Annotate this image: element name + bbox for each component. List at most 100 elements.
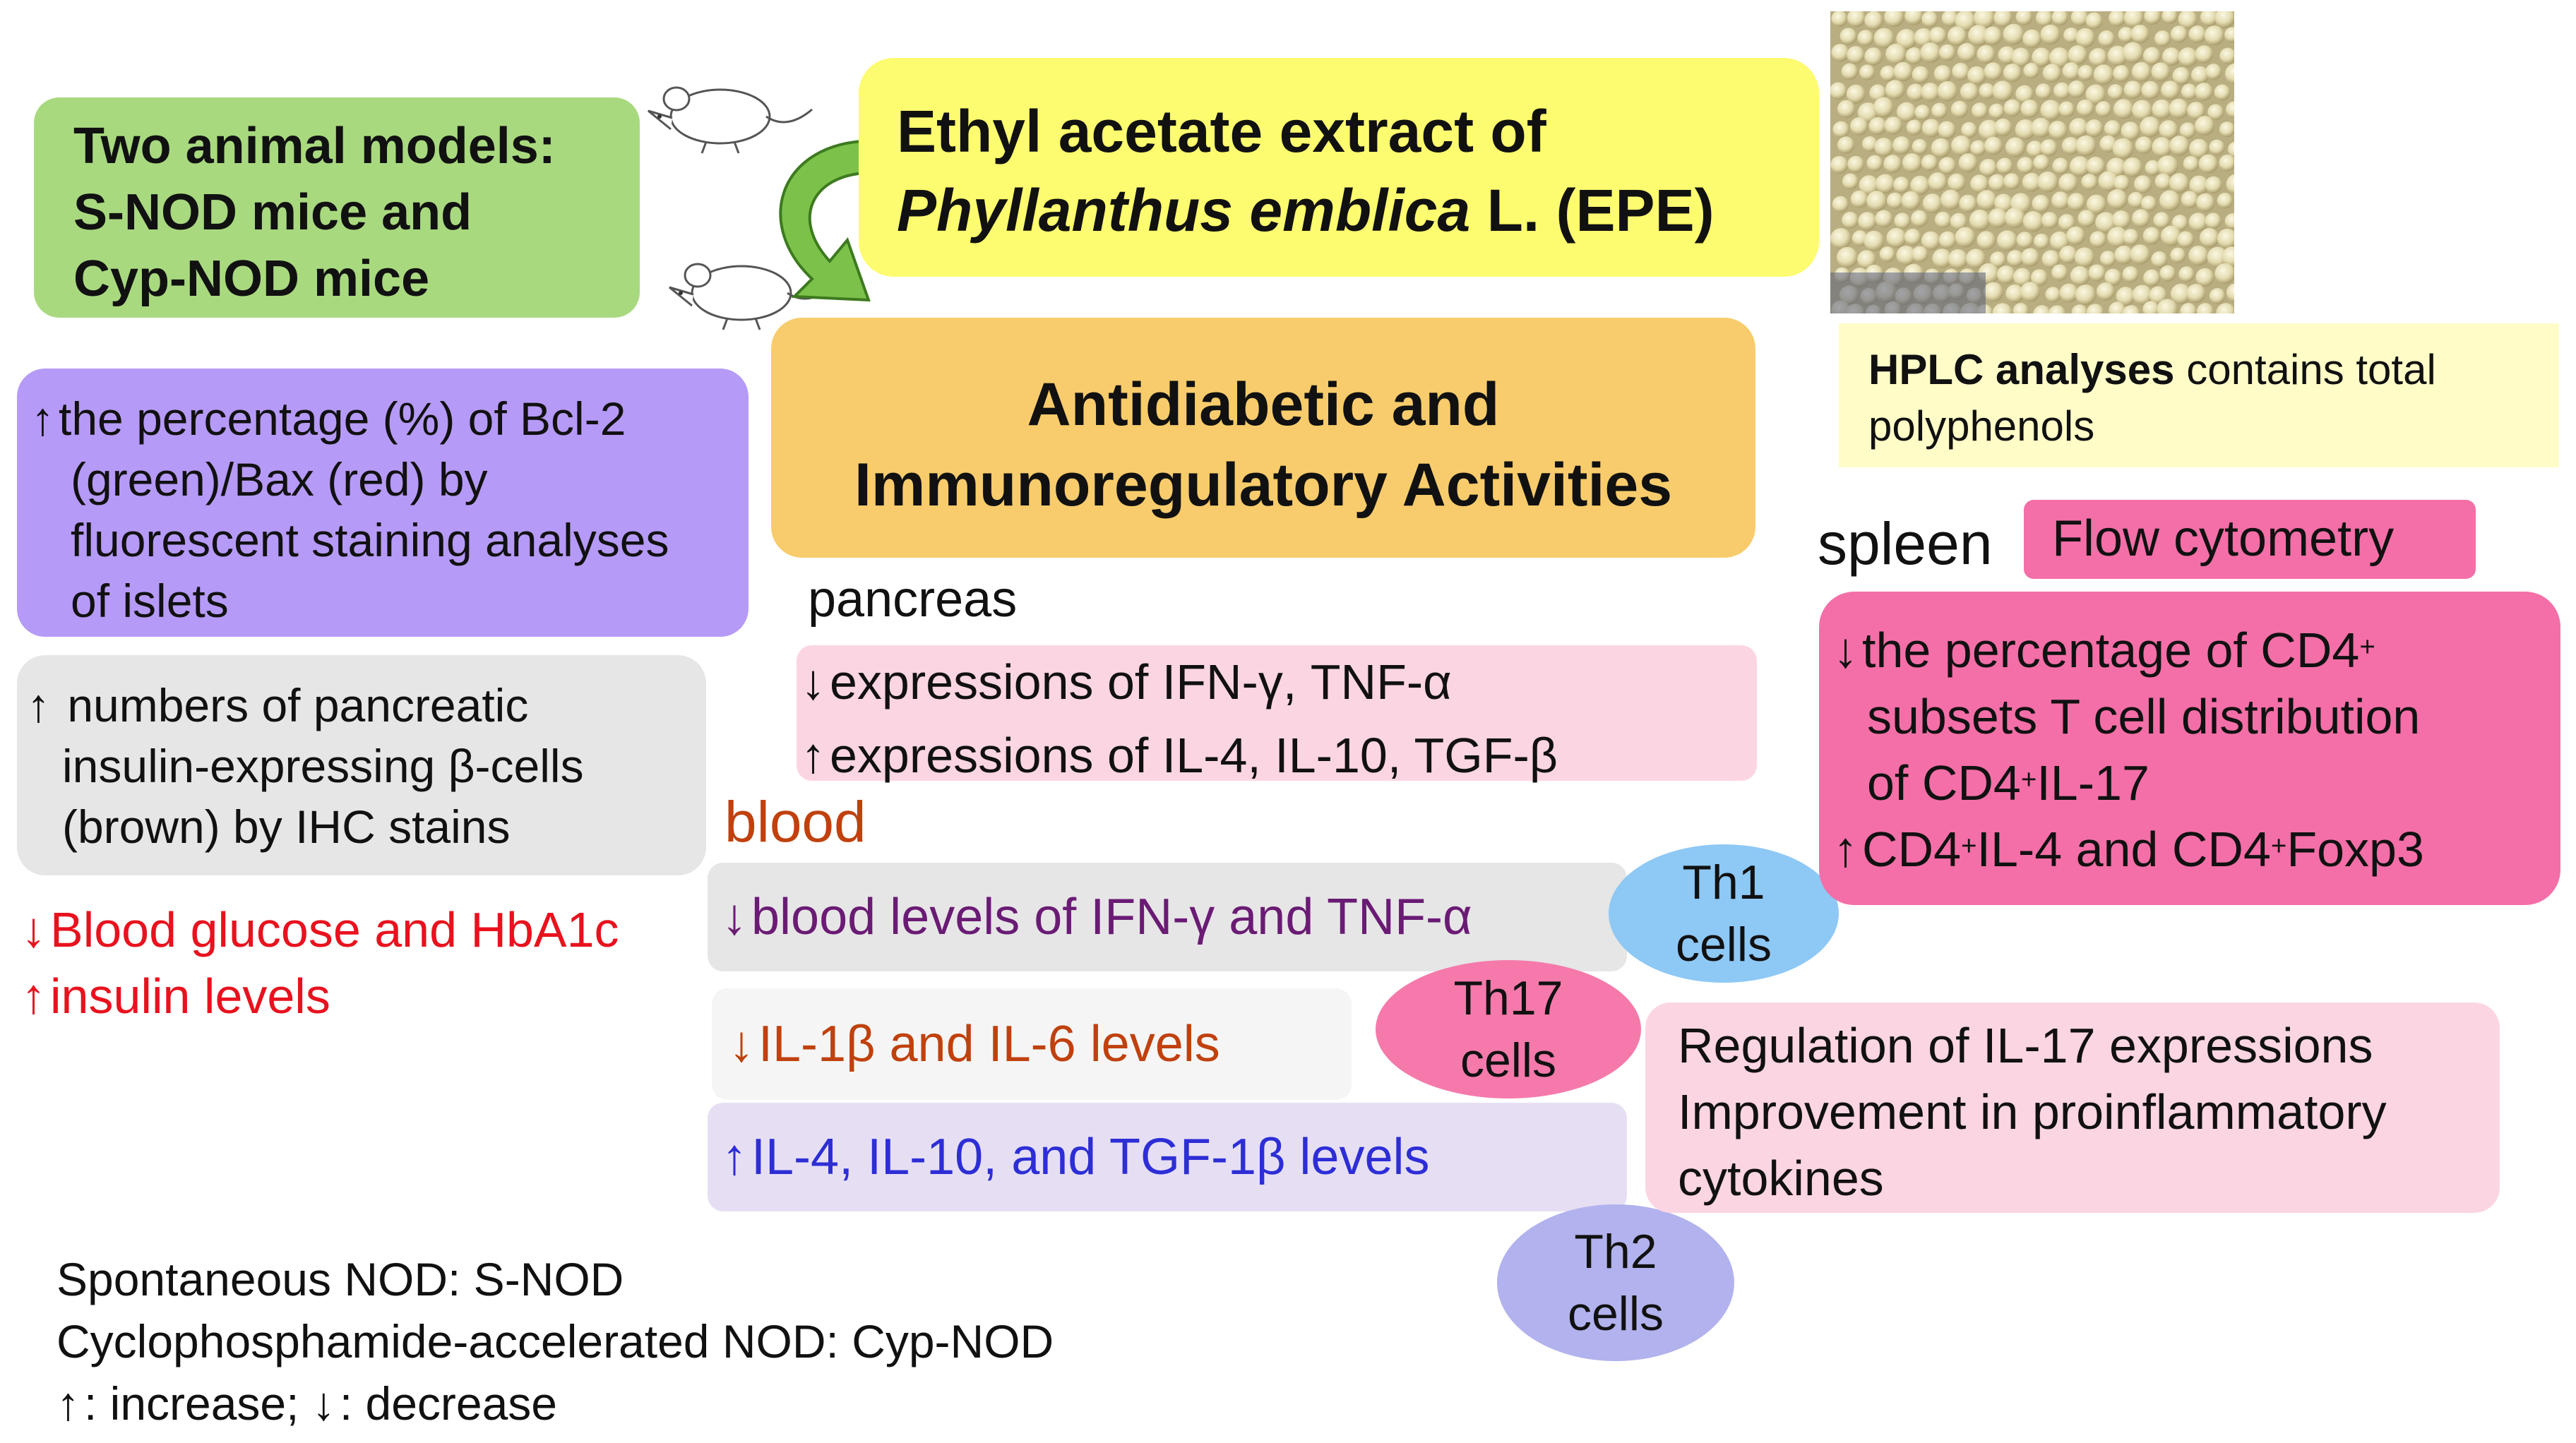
berry-dot: [2172, 67, 2190, 85]
berry-dot: [1979, 119, 2000, 141]
berry-dot: [2118, 27, 2134, 43]
berry-dot: [1847, 155, 1865, 173]
berry-dot: [2015, 85, 2034, 104]
berry-dot: [1960, 83, 1979, 102]
berry-dot: [1959, 194, 1977, 213]
berry-dot: [2183, 155, 2200, 172]
berry-dot: [1914, 28, 1933, 47]
berry-dot: [2021, 248, 2040, 267]
berry-dot: [2161, 225, 2182, 246]
berry-dot: [2204, 25, 2225, 46]
berry-dot: [2171, 215, 2188, 231]
berry-dot: [2149, 286, 2167, 304]
berry-dot: [1857, 250, 1876, 269]
berry-dot: [1894, 212, 1911, 229]
legend-line-1: Spontaneous NOD: S-NOD: [56, 1253, 624, 1305]
berry-dot: [1955, 11, 1976, 32]
berry-dot: [2033, 155, 2050, 172]
berry-dot: [1972, 102, 1988, 119]
berry-dot: [2132, 285, 2153, 305]
berry-dot: [2035, 11, 2053, 27]
berry-dot: [1866, 191, 1888, 212]
berry-dot: [2122, 229, 2140, 246]
animal-models-box: Two animal models: S-NOD mice and Cyp-NO…: [34, 97, 640, 318]
berry-dot: [2015, 119, 2036, 140]
berry-dot: [1979, 159, 1998, 177]
berry-dot: [2135, 136, 2153, 155]
berry-dot: [1831, 11, 1848, 27]
blood-label: blood: [724, 790, 866, 854]
berry-dot: [2003, 99, 2022, 117]
legend-increase: : increase;: [84, 1377, 312, 1430]
berry-dot: [2076, 99, 2094, 117]
berry-dot: [1858, 212, 1877, 231]
berry-dot: [2107, 84, 2124, 100]
berry-dot: [1896, 28, 1917, 49]
berry-dot: [1907, 83, 1925, 102]
berry-dot: [1905, 47, 1923, 65]
berry-dot: [2020, 100, 2039, 119]
berry-dot: [2099, 251, 2116, 267]
berry-dot: [2154, 30, 2171, 47]
blood-row-1-text: blood levels of IFN-γ and TNF-α: [751, 889, 1472, 945]
regulation-box: Regulation of IL-17 expressions Improvem…: [1645, 1002, 2500, 1213]
gooseberries-photo: [1830, 11, 2234, 313]
berry-dot: [2195, 45, 2214, 64]
berry-dot: [1976, 231, 1996, 250]
pancreas-line-2: expressions of IL-4, IL-10, TGF-β: [830, 728, 1558, 783]
berry-dot: [2224, 63, 2234, 85]
berry-dot: [1941, 11, 1959, 27]
berry-dot: [1850, 190, 1868, 208]
berry-dot: [1873, 97, 1894, 118]
berry-dot: [2107, 227, 2128, 248]
berry-dot: [2189, 138, 2209, 159]
berry-dot: [2069, 118, 2089, 138]
berry-dot: [1876, 174, 1895, 193]
berry-dot: [1984, 62, 2003, 81]
berry-dot: [1869, 84, 1887, 102]
berry-dot: [2140, 116, 2161, 138]
berry-dot: [2196, 193, 2215, 212]
berry-dot: [1938, 121, 1956, 140]
berry-dot: [2058, 101, 2075, 118]
berry-dot: [2070, 265, 2090, 286]
th1-line-1: Th1: [1682, 855, 1765, 909]
berry-dot: [2227, 141, 2234, 158]
models-line-1: Two animal models:: [73, 118, 556, 174]
berry-dot: [1868, 116, 1887, 136]
ihc-line-3: (brown) by IHC stains: [62, 801, 511, 853]
berry-dot: [2122, 42, 2144, 64]
berry-dot: [1921, 11, 1938, 28]
berry-dot: [2178, 266, 2195, 282]
berry-dot: [2170, 247, 2186, 263]
berry-dot: [2179, 122, 2196, 139]
berry-dot: [1988, 174, 2006, 191]
berry-dot: [2015, 11, 2033, 25]
berry-dot: [2061, 137, 2080, 155]
berry-dot: [2059, 246, 2077, 264]
berry-dot: [1961, 121, 1977, 138]
berry-dot: [2196, 303, 2214, 313]
blood-row-2: ↓IL-1β and IL-6 levels: [712, 988, 1352, 1100]
berry-dot: [1970, 140, 1986, 156]
berry-dot: [2040, 139, 2058, 157]
berry-dot: [2195, 268, 2214, 287]
berry-dot: [2109, 301, 2126, 313]
berry-dot: [2003, 173, 2020, 190]
berry-dot: [2123, 80, 2142, 100]
berry-dot: [2050, 231, 2070, 251]
down-arrow-icon: ↓: [1833, 623, 1858, 678]
berry-dot: [1938, 231, 1957, 249]
berry-dot: [1866, 155, 1883, 172]
berry-dot: [1974, 11, 1995, 29]
berry-dot: [2097, 282, 2115, 301]
berry-dot: [2169, 173, 2190, 193]
berry-dot: [2142, 47, 2161, 65]
berry-dot: [2031, 269, 2049, 287]
berry-dot: [1880, 65, 1896, 82]
pancreas-label: pancreas: [808, 571, 1018, 628]
berry-dot: [2219, 154, 2234, 172]
berry-dot: [2151, 251, 2168, 268]
berry-dot: [1952, 63, 1970, 80]
berry-dot: [1966, 249, 1986, 269]
